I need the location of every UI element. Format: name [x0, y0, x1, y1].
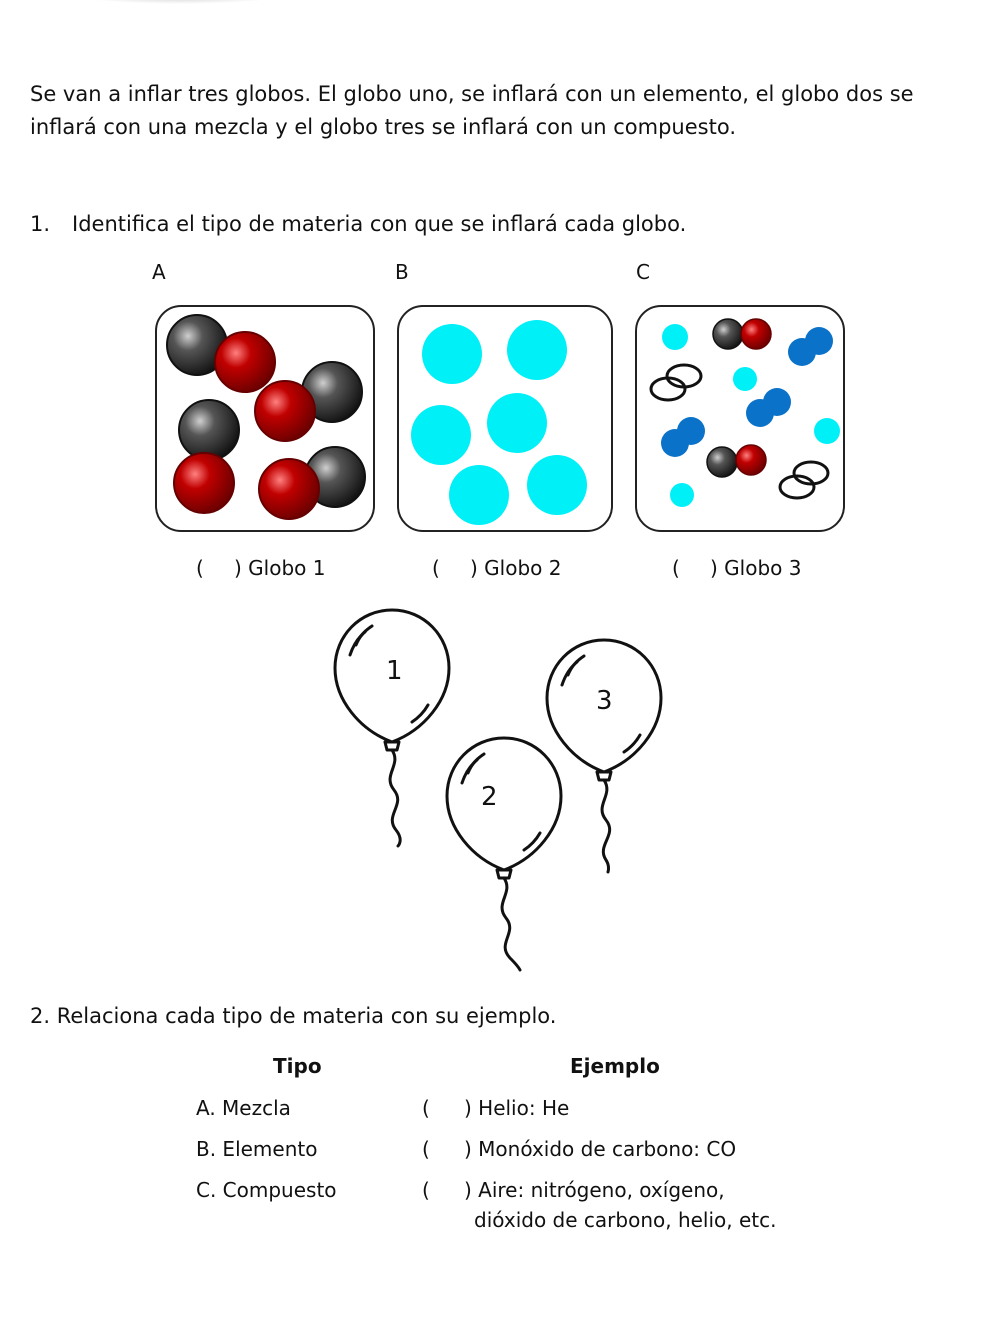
balloon-1-icon	[333, 608, 451, 848]
row-2-ejemplo: ) Monóxido de carbono: CO	[464, 1137, 737, 1161]
top-shadow	[80, 0, 280, 4]
box-c-drawing	[649, 318, 840, 507]
row-3-ejemplo: ) Aire: nitrógeno, oxígeno,	[464, 1178, 725, 1202]
option-globo-3: () Globo 3	[672, 556, 801, 580]
option-3-label: Globo 3	[724, 556, 802, 580]
box-a-compound	[155, 305, 375, 532]
row-3-tipo: C. Compuesto	[196, 1178, 337, 1202]
option-2-close-paren: )	[470, 556, 478, 580]
question-2: 2. Relaciona cada tipo de materia con su…	[30, 1004, 557, 1028]
row-2-paren[interactable]: (	[422, 1137, 430, 1161]
option-2-label: Globo 2	[484, 556, 562, 580]
box-b-element	[397, 305, 613, 532]
row-1-ejemplo: ) Helio: He	[464, 1096, 570, 1120]
option-1-label: Globo 1	[248, 556, 326, 580]
header-ejemplo: Ejemplo	[570, 1054, 660, 1078]
row-1-paren[interactable]: (	[422, 1096, 430, 1120]
row-2-tipo: B. Elemento	[196, 1137, 318, 1161]
balloon-2-label: 2	[481, 782, 498, 812]
option-1-close-paren: )	[234, 556, 242, 580]
intro-paragraph: Se van a inflar tres globos. El globo un…	[30, 82, 914, 139]
box-a-letter: A	[152, 260, 166, 284]
balloon-2-icon	[445, 736, 563, 972]
balloon-1-label: 1	[386, 656, 403, 686]
box-c-mixture	[635, 305, 845, 532]
question-1-number: 1.	[30, 212, 51, 236]
option-globo-1: () Globo 1	[196, 556, 325, 580]
question-1-text: Identifica el tipo de materia con que se…	[72, 212, 687, 236]
row-3-ejemplo-cont: dióxido de carbono, helio, etc.	[474, 1208, 777, 1232]
box-a-drawing	[166, 314, 366, 520]
box-c-letter: C	[636, 260, 650, 284]
row-1-tipo: A. Mezcla	[196, 1096, 291, 1120]
header-tipo: Tipo	[273, 1054, 322, 1078]
option-2-open-paren[interactable]: (	[432, 556, 440, 580]
option-1-open-paren[interactable]: (	[196, 556, 204, 580]
box-b-drawing	[411, 320, 587, 525]
row-3-paren[interactable]: (	[422, 1178, 430, 1202]
option-3-open-paren[interactable]: (	[672, 556, 680, 580]
option-globo-2: () Globo 2	[432, 556, 561, 580]
box-b-letter: B	[395, 260, 409, 284]
question-1: 1. Identifica el tipo de materia con que …	[30, 212, 686, 236]
balloon-3-label: 3	[596, 686, 613, 716]
option-3-close-paren: )	[710, 556, 718, 580]
balloon-3-icon	[545, 638, 663, 874]
